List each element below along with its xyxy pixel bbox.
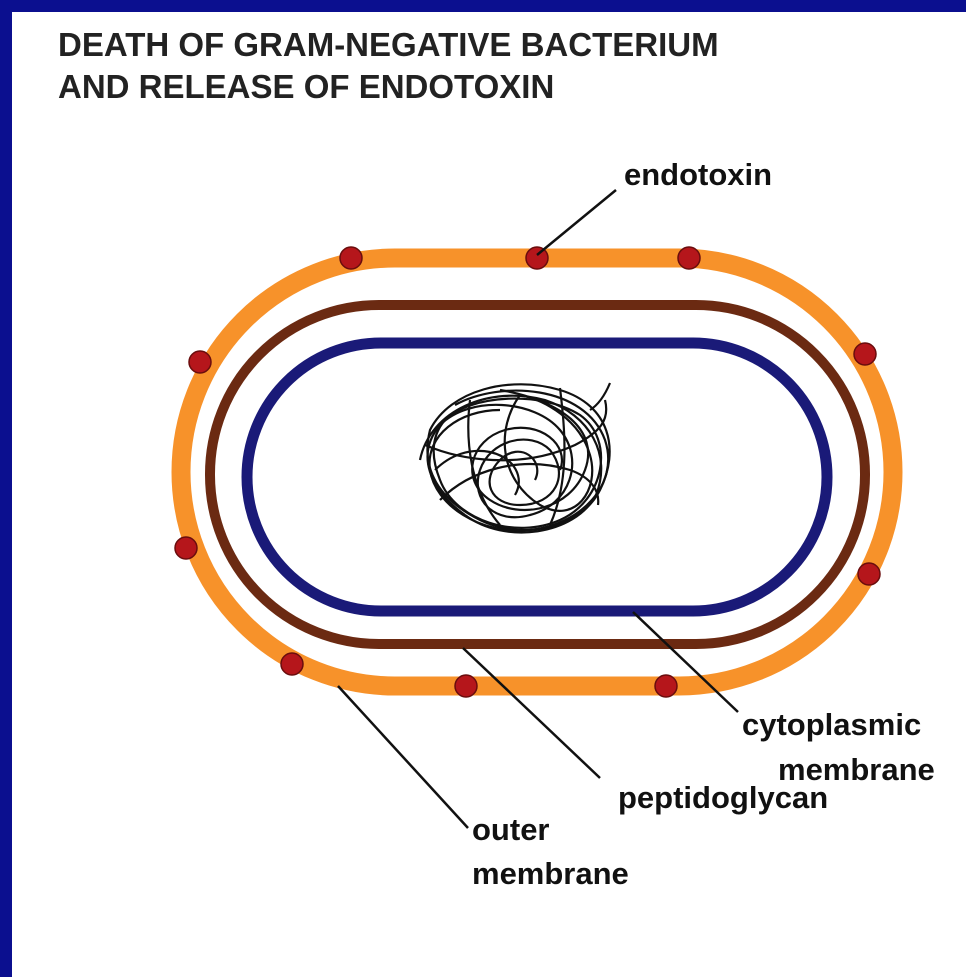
peptidoglycan-leader [463, 648, 600, 778]
endotoxin-dot [858, 563, 880, 585]
outer-membrane-leader [338, 686, 468, 828]
endotoxin-dot [281, 653, 303, 675]
label-peptidoglycan: peptidoglycan [618, 780, 828, 815]
endotoxin-dot [175, 537, 197, 559]
cytoplasmic-leader [633, 612, 738, 712]
title-line-2: AND RELEASE OF ENDOTOXIN [58, 68, 554, 105]
endotoxin-dot [678, 247, 700, 269]
endotoxin-dot [655, 675, 677, 697]
endotoxin-dot [854, 343, 876, 365]
label-outer-line-2: membrane [472, 856, 629, 891]
diagram-panel: DEATH OF GRAM-NEGATIVE BACTERIUM AND REL… [12, 12, 966, 977]
label-cytoplasmic-line-1: cytoplasmic [742, 707, 921, 742]
title-line-1: DEATH OF GRAM-NEGATIVE BACTERIUM [58, 26, 719, 63]
label-endotoxin: endotoxin [624, 157, 772, 192]
endotoxin-dot [340, 247, 362, 269]
dna-tangle [420, 383, 610, 532]
endotoxin-leader [537, 190, 616, 255]
endotoxin-dot [189, 351, 211, 373]
endotoxin-dot [526, 247, 548, 269]
label-outer-line-1: outer [472, 812, 550, 847]
bacterium-diagram: DEATH OF GRAM-NEGATIVE BACTERIUM AND REL… [12, 12, 966, 977]
endotoxin-dot [455, 675, 477, 697]
